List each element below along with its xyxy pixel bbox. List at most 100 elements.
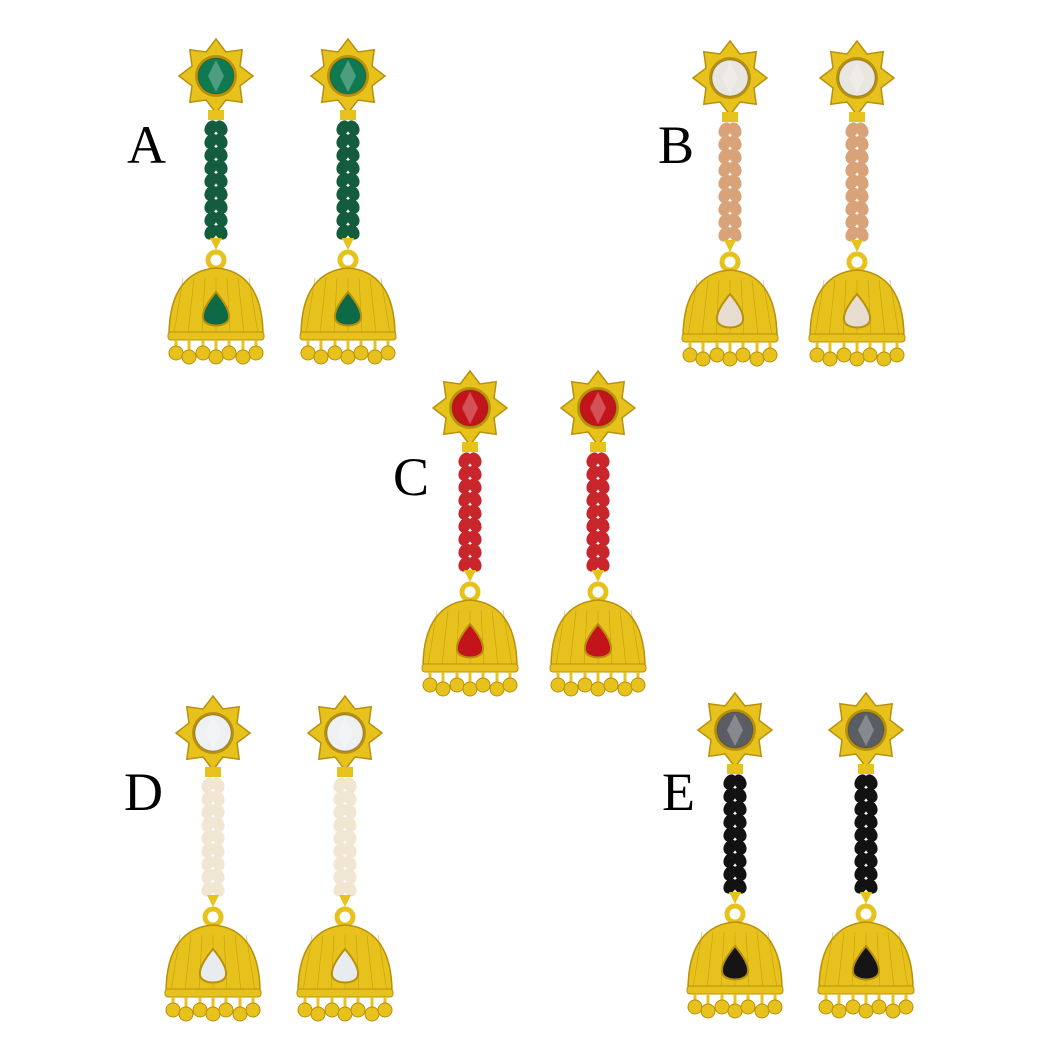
stud-gem <box>451 389 489 427</box>
chain-leaf <box>468 556 482 572</box>
chain-leaf <box>343 842 357 858</box>
chain-leaf <box>733 826 747 842</box>
bell-texture <box>756 931 764 989</box>
bead <box>168 345 184 361</box>
bead <box>871 999 887 1015</box>
bell-texture <box>234 934 242 992</box>
chain-leaf <box>728 148 742 164</box>
bell-texture <box>333 277 338 335</box>
chain-leaf <box>343 777 357 793</box>
chain-leaf <box>214 172 228 188</box>
chain-leaf <box>733 839 747 855</box>
chain-end <box>342 238 354 250</box>
chain-leaf <box>204 172 218 188</box>
chain-leaf <box>728 161 742 177</box>
bead <box>435 681 451 697</box>
stud-base <box>205 767 221 777</box>
earring <box>299 37 397 365</box>
chain-leaf <box>211 868 225 884</box>
chain-leaf <box>201 868 215 884</box>
chain-leaf <box>596 452 610 468</box>
bead <box>836 347 852 363</box>
chain-leaf <box>346 211 360 227</box>
chain-leaf <box>864 787 878 803</box>
chain-leaf <box>855 161 869 177</box>
chain-leaf <box>723 865 737 881</box>
chain-leaf <box>864 852 878 868</box>
bead <box>858 1003 874 1019</box>
chain-leaf <box>458 478 472 494</box>
chain-leaf <box>733 852 747 868</box>
stud-gem <box>838 59 876 97</box>
chain-leaf <box>343 881 357 897</box>
chain-leaf <box>596 517 610 533</box>
chain-leaf <box>458 530 472 546</box>
chain-leaf <box>845 174 859 190</box>
chain-leaf <box>343 803 357 819</box>
bell-texture <box>740 279 745 337</box>
chain-leaf <box>723 826 737 842</box>
chain-leaf <box>586 504 600 520</box>
bead <box>727 1003 743 1019</box>
chain-leaf <box>458 543 472 559</box>
bead <box>475 677 491 693</box>
chain-leaf <box>845 135 859 151</box>
bell-texture <box>480 609 485 667</box>
bell-texture <box>715 279 720 337</box>
bell-texture <box>706 931 714 989</box>
bead <box>809 347 825 363</box>
stud-base <box>590 442 606 452</box>
bell-texture <box>887 931 895 989</box>
chain-leaf <box>201 816 215 832</box>
bell-texture <box>184 934 192 992</box>
bead <box>353 345 369 361</box>
bell-texture <box>316 934 324 992</box>
bead <box>550 677 566 693</box>
chain-leaf <box>346 172 360 188</box>
chain-leaf <box>201 777 215 793</box>
bead <box>590 681 606 697</box>
chain-leaf <box>211 855 225 871</box>
chain-leaf <box>845 226 859 242</box>
chain-leaf <box>336 159 350 175</box>
bell-rim <box>681 333 779 343</box>
chain-leaf <box>336 224 350 240</box>
chain-leaf <box>201 881 215 897</box>
chain-leaf <box>343 829 357 845</box>
chain-leaf <box>854 878 868 894</box>
stud-gem <box>326 714 364 752</box>
bead <box>205 1006 221 1022</box>
bead <box>324 1002 340 1018</box>
chain-leaf <box>201 803 215 819</box>
bell-drop-gem <box>583 622 613 659</box>
bell-texture <box>502 609 513 667</box>
bell-texture <box>173 277 184 335</box>
chain-leaf <box>214 120 228 136</box>
gem-facet <box>858 714 874 746</box>
chain-leaf <box>728 122 742 138</box>
bead <box>327 345 343 361</box>
chain-end <box>592 570 604 582</box>
chain-leaf <box>718 148 732 164</box>
chain-leaf <box>468 530 482 546</box>
chain-leaf <box>733 787 747 803</box>
bell-texture <box>319 277 327 335</box>
bell-drop-gem <box>851 944 881 981</box>
chain-leaf <box>214 159 228 175</box>
gem-facet <box>590 392 606 424</box>
bead <box>218 1002 234 1018</box>
bell-texture <box>330 934 335 992</box>
chain-leaf <box>333 881 347 897</box>
bead <box>630 677 646 693</box>
bead <box>310 1006 326 1022</box>
bell-texture <box>889 279 900 337</box>
chain-leaf <box>855 213 869 229</box>
chain-leaf <box>333 816 347 832</box>
jump-ring <box>724 903 746 925</box>
chain-leaf <box>343 868 357 884</box>
chain-leaf <box>596 478 610 494</box>
stud-base <box>208 110 224 120</box>
chain-leaf <box>855 148 869 164</box>
chain-leaf <box>343 816 357 832</box>
chain-leaf <box>596 543 610 559</box>
